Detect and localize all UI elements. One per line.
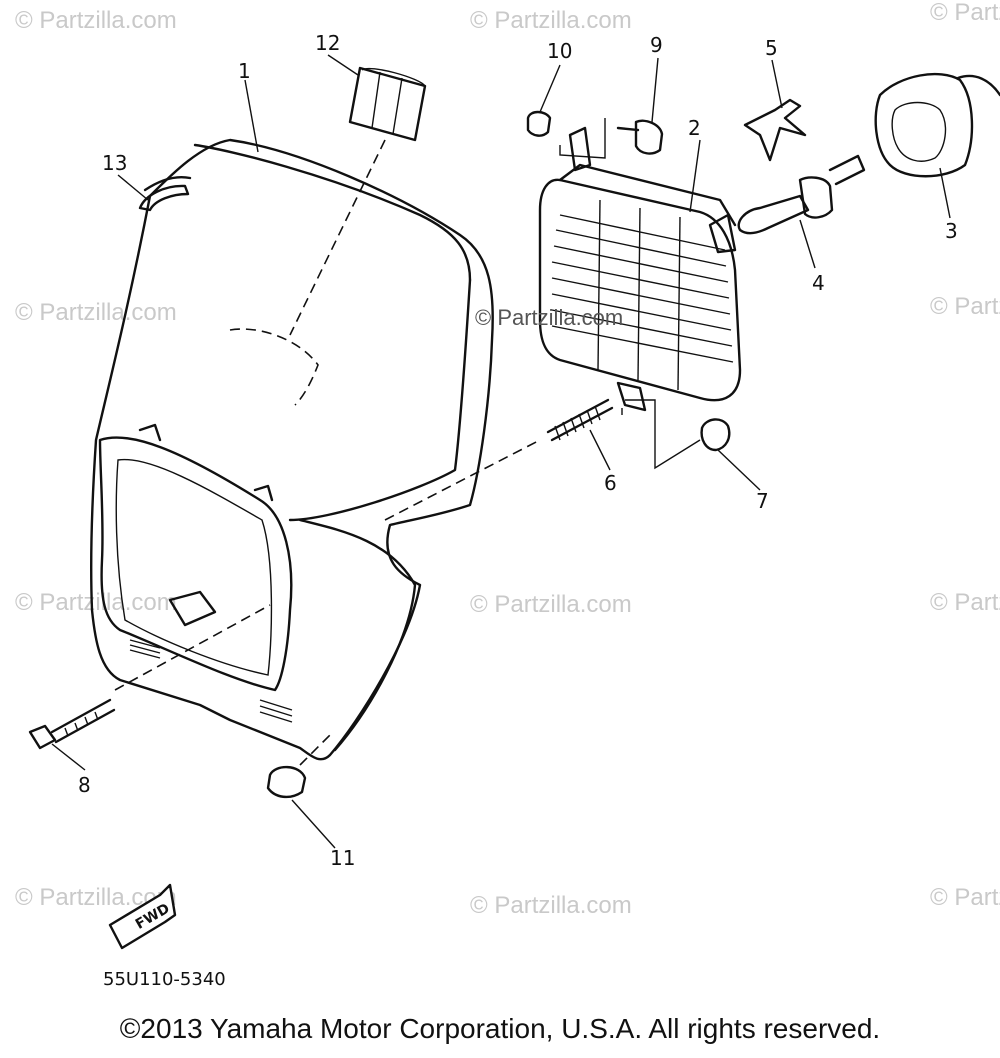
watermark: © Partzilla.com (15, 299, 177, 326)
label-1: 1 (238, 59, 251, 83)
part-6-spring[interactable] (546, 398, 614, 442)
diagram-code: 55U110-5340 (103, 969, 226, 990)
label-12: 12 (315, 31, 340, 55)
watermark: © Partzilla.com (930, 884, 1000, 911)
watermark: © Partzilla.com (930, 589, 1000, 616)
label-8: 8 (78, 773, 91, 797)
center-watermark: © Partzilla.com (475, 305, 623, 330)
part-11-grommet[interactable] (266, 765, 307, 799)
label-2: 2 (688, 116, 701, 140)
label-4: 4 (812, 271, 825, 295)
label-5: 5 (765, 36, 778, 60)
part-10-nut[interactable] (526, 110, 552, 137)
part-2-headlight-unit[interactable] (538, 126, 742, 412)
part-1-headlight-cowl[interactable] (90, 138, 494, 761)
label-11: 11 (330, 846, 355, 870)
watermark: © Partzilla.com (930, 293, 1000, 320)
label-13: 13 (102, 151, 127, 175)
part-12-pad[interactable] (348, 66, 427, 142)
label-3: 3 (945, 219, 958, 243)
part-3-socket-cover[interactable] (874, 72, 1000, 178)
watermark: © Partzilla.com (470, 892, 632, 919)
label-9: 9 (650, 33, 663, 57)
label-6: 6 (604, 471, 617, 495)
part-13-bracket[interactable] (138, 184, 190, 212)
part-7-grommet[interactable] (700, 418, 731, 452)
watermark: © Partzilla.com (15, 7, 177, 34)
watermark: © Partzilla.com (470, 7, 632, 34)
part-5-clip[interactable] (743, 98, 807, 162)
label-7: 7 (756, 489, 769, 513)
part-number-labels: 1 2 3 4 5 6 7 8 9 10 11 12 13 (78, 31, 958, 870)
watermark: © Partzilla.com (15, 589, 177, 616)
watermark: © Partzilla.com (470, 591, 632, 618)
assembly-lines (114, 118, 701, 766)
part-9-screw[interactable] (616, 119, 664, 155)
copyright-notice: ©2013 Yamaha Motor Corporation, U.S.A. A… (119, 1013, 881, 1044)
label-10: 10 (547, 39, 572, 63)
watermark-layer: © Partzilla.com © Partzilla.com © Partzi… (15, 0, 1000, 919)
leader-lines (51, 54, 951, 849)
watermark: © Partzilla.com (930, 0, 1000, 26)
part-4-bulb[interactable] (737, 154, 866, 235)
part-8-bolt[interactable] (28, 698, 116, 750)
